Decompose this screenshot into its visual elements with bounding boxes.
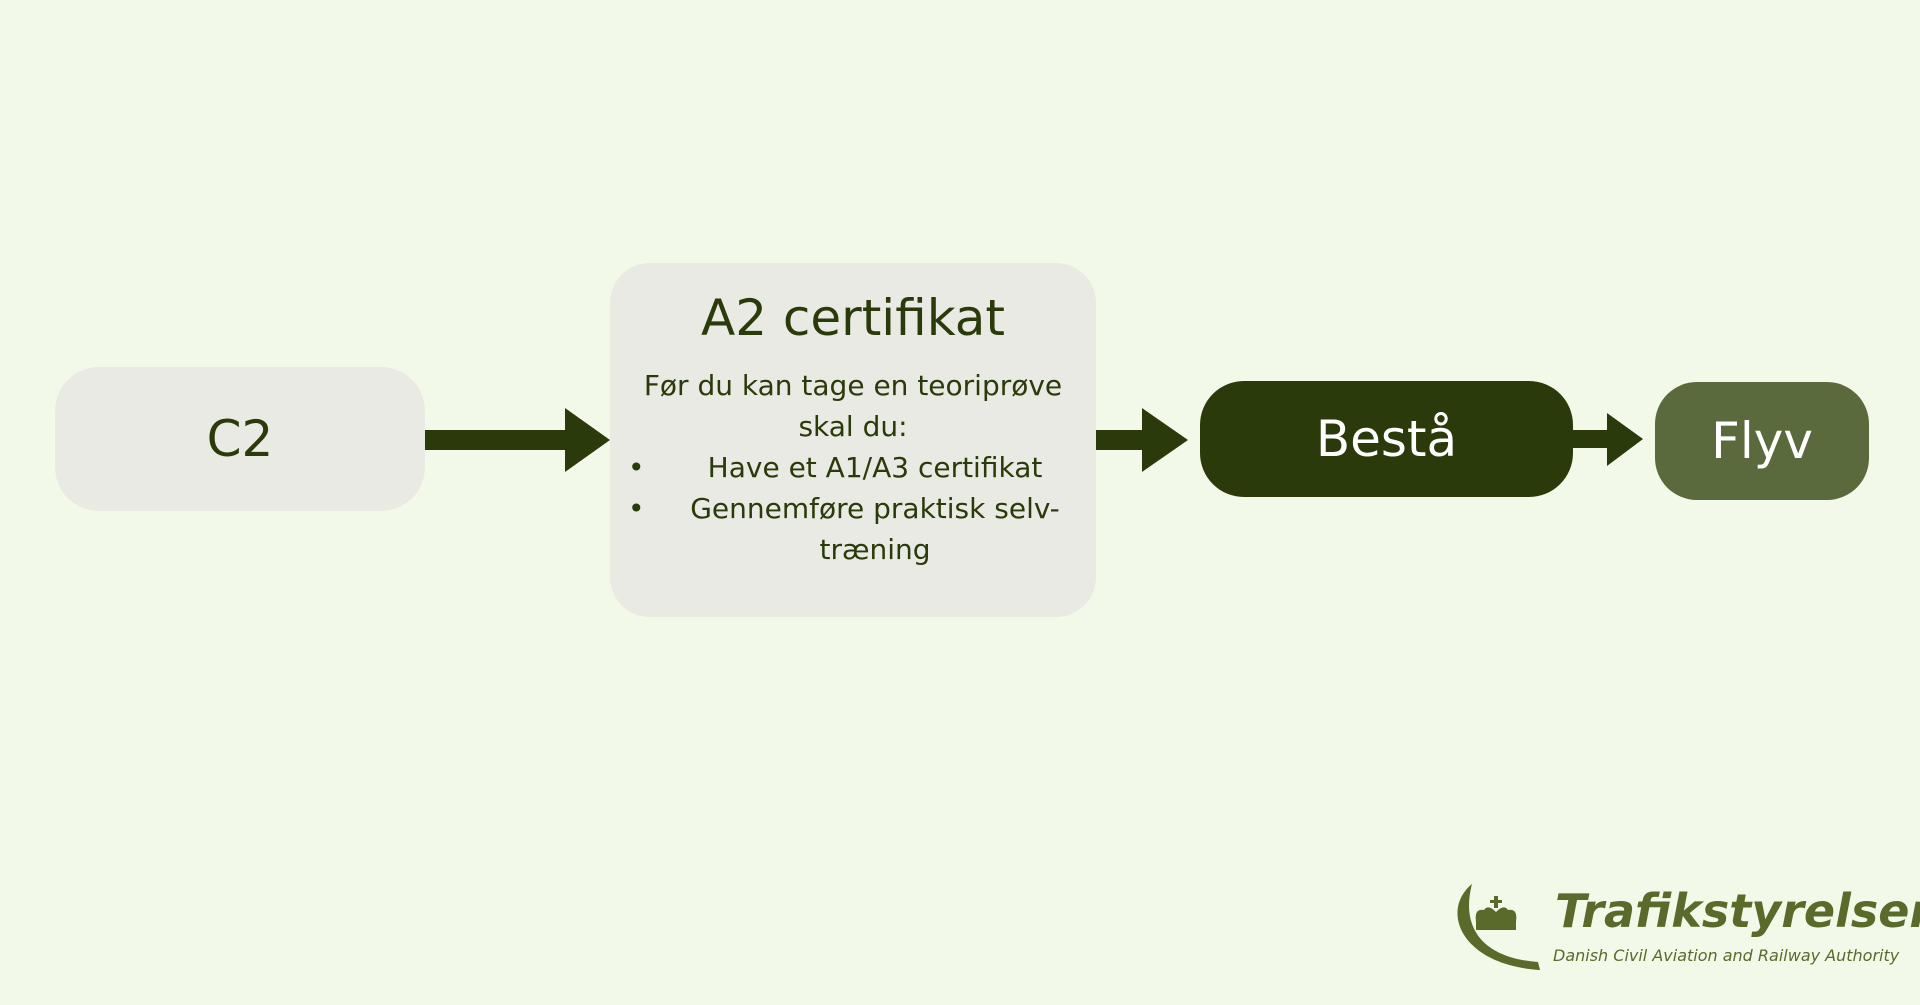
arrow-c2-to-a2: [425, 408, 610, 472]
node-c2-label: C2: [206, 410, 274, 468]
node-a2-certificate: A2 certifikat Før du kan tage en teoripr…: [610, 263, 1096, 617]
trafikstyrelsen-logo: Trafikstyrelsen Danish Civil Aviation an…: [1440, 880, 1920, 975]
node-besta-label: Bestå: [1315, 410, 1458, 468]
bullet: •: [628, 492, 645, 525]
logo-subtitle: Danish Civil Aviation and Railway Author…: [1553, 946, 1900, 965]
list-item: • Gennemføre praktisk selv-træning: [628, 488, 1082, 570]
node-a2-intro: Før du kan tage en teoriprøve skal du:: [643, 369, 1063, 443]
bullet: •: [628, 451, 645, 484]
requirements-list: • Have et A1/A3 certifikat • Gennemføre pr…: [610, 447, 1096, 570]
node-besta: Bestå: [1200, 381, 1573, 497]
node-flyv-label: Flyv: [1711, 412, 1813, 470]
logo-name: Trafikstyrelsen: [1555, 884, 1920, 938]
arrow-besta-to-flyv: [1573, 413, 1643, 466]
node-c2: C2: [55, 367, 425, 511]
list-item: • Have et A1/A3 certifikat: [628, 447, 1082, 488]
crown-swoosh-icon: [1457, 884, 1540, 970]
list-item-text: Gennemføre praktisk selv-træning: [690, 492, 1060, 566]
node-flyv: Flyv: [1655, 382, 1869, 500]
arrow-a2-to-besta: [1096, 408, 1188, 472]
node-a2-title: A2 certifikat: [700, 289, 1006, 347]
list-item-text: Have et A1/A3 certifikat: [707, 451, 1043, 484]
